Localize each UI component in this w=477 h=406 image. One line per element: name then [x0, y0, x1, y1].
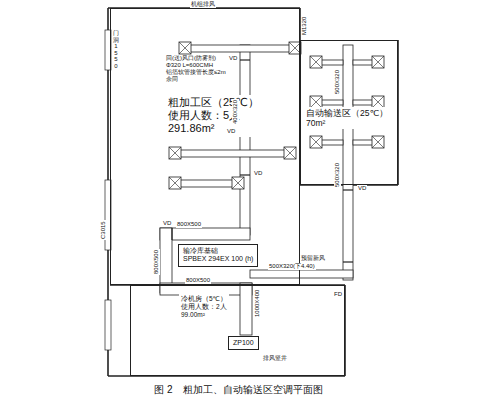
- air-diffuser: [310, 56, 322, 68]
- equipment-box: ZP100: [228, 336, 259, 350]
- node-title: 粗加工区（25℃）: [168, 96, 259, 109]
- damper-mark: [171, 228, 172, 240]
- node-note: 70m²: [306, 118, 388, 128]
- damper-mark: [240, 174, 250, 175]
- room-area: 冷机房（5℃）使用人数：2人99.00m²: [130, 285, 345, 376]
- callout-note: 余同: [165, 76, 179, 83]
- room-area: 自动输送区（25℃）70m²: [300, 40, 398, 185]
- air-duct: [343, 45, 353, 280]
- damper-tag: VD: [357, 185, 367, 192]
- air-duct: [240, 283, 252, 335]
- damper-mark: [343, 261, 353, 262]
- node-title: 自动输送区（25℃）: [306, 108, 388, 118]
- plan-note: M1320: [301, 16, 308, 36]
- damper-tag: VD: [162, 220, 172, 227]
- node-title: ZP100: [233, 339, 254, 347]
- room-text: 粗加工区（25℃）使用人数：5人291.86m²: [166, 95, 261, 137]
- air-duct: [178, 180, 240, 187]
- damper-mark: [343, 189, 353, 190]
- air-duct: [160, 228, 250, 240]
- node-note: 使用人数：5人: [168, 109, 259, 122]
- air-diffuser: [372, 136, 384, 148]
- room-text: 冷机房（5℃）使用人数：2人99.00m²: [179, 294, 229, 319]
- duct-size: 500X320(下4.40): [268, 263, 316, 270]
- air-diffuser: [232, 177, 244, 189]
- equipment-base: 输冷库基础SPBEX 294EX 100 (h): [178, 244, 258, 267]
- ducts: [160, 45, 375, 335]
- damper-tag: VD: [226, 128, 236, 135]
- plan-note: 预留新风: [300, 255, 326, 262]
- duct-size: 500X320: [334, 162, 341, 188]
- node-note: 99.00m²: [181, 311, 227, 319]
- figure-caption: 图 2 粗加工、自动输送区空调平面图: [0, 383, 477, 397]
- air-duct: [240, 45, 250, 235]
- duct-size: 800X500: [185, 277, 211, 284]
- air-duct: [178, 150, 290, 157]
- room-text: 自动输送区（25℃）70m²: [304, 107, 390, 129]
- damper-tag: FD: [333, 291, 343, 298]
- walls: [108, 8, 398, 376]
- wall-opening: [105, 300, 111, 350]
- air-duct: [250, 270, 353, 278]
- air-diffuser: [284, 147, 296, 159]
- plan-note: C3015: [100, 220, 107, 240]
- damper-tag: VD: [253, 170, 263, 177]
- plan-note: 排风竖井: [262, 355, 288, 362]
- node-note: 291.86m²: [168, 122, 259, 135]
- node-title: 输冷库基础: [183, 247, 253, 255]
- callout-note: Φ320 L=600CMH: [165, 62, 214, 69]
- plan-note: 机组排风: [190, 1, 216, 8]
- air-duct: [190, 45, 290, 52]
- air-diffuser: [179, 42, 191, 54]
- air-diffuser: [169, 177, 181, 189]
- duct-size: 800X500: [176, 221, 202, 228]
- callout-note: 铝箔软管接管长度≤2m: [165, 69, 227, 76]
- node-note: 使用人数：2人: [181, 303, 227, 311]
- duct-size: 1000X400: [254, 289, 261, 318]
- node-title: 冷机房（5℃）: [181, 295, 227, 303]
- duct-size: 400X320: [232, 99, 239, 125]
- damper-tag: VD: [228, 55, 238, 62]
- air-diffuser: [372, 56, 384, 68]
- duct-size: 500X320: [334, 69, 341, 95]
- duct-size: 800X500: [153, 249, 160, 275]
- damper-mark: [240, 59, 250, 60]
- air-diffuser: [169, 147, 181, 159]
- plan-note: 门洞1550: [112, 30, 120, 70]
- callout-note: 回(送)风口(防雾剂): [165, 55, 217, 62]
- air-diffuser: [310, 136, 322, 148]
- node-note: SPBEX 294EX 100 (h): [183, 255, 253, 263]
